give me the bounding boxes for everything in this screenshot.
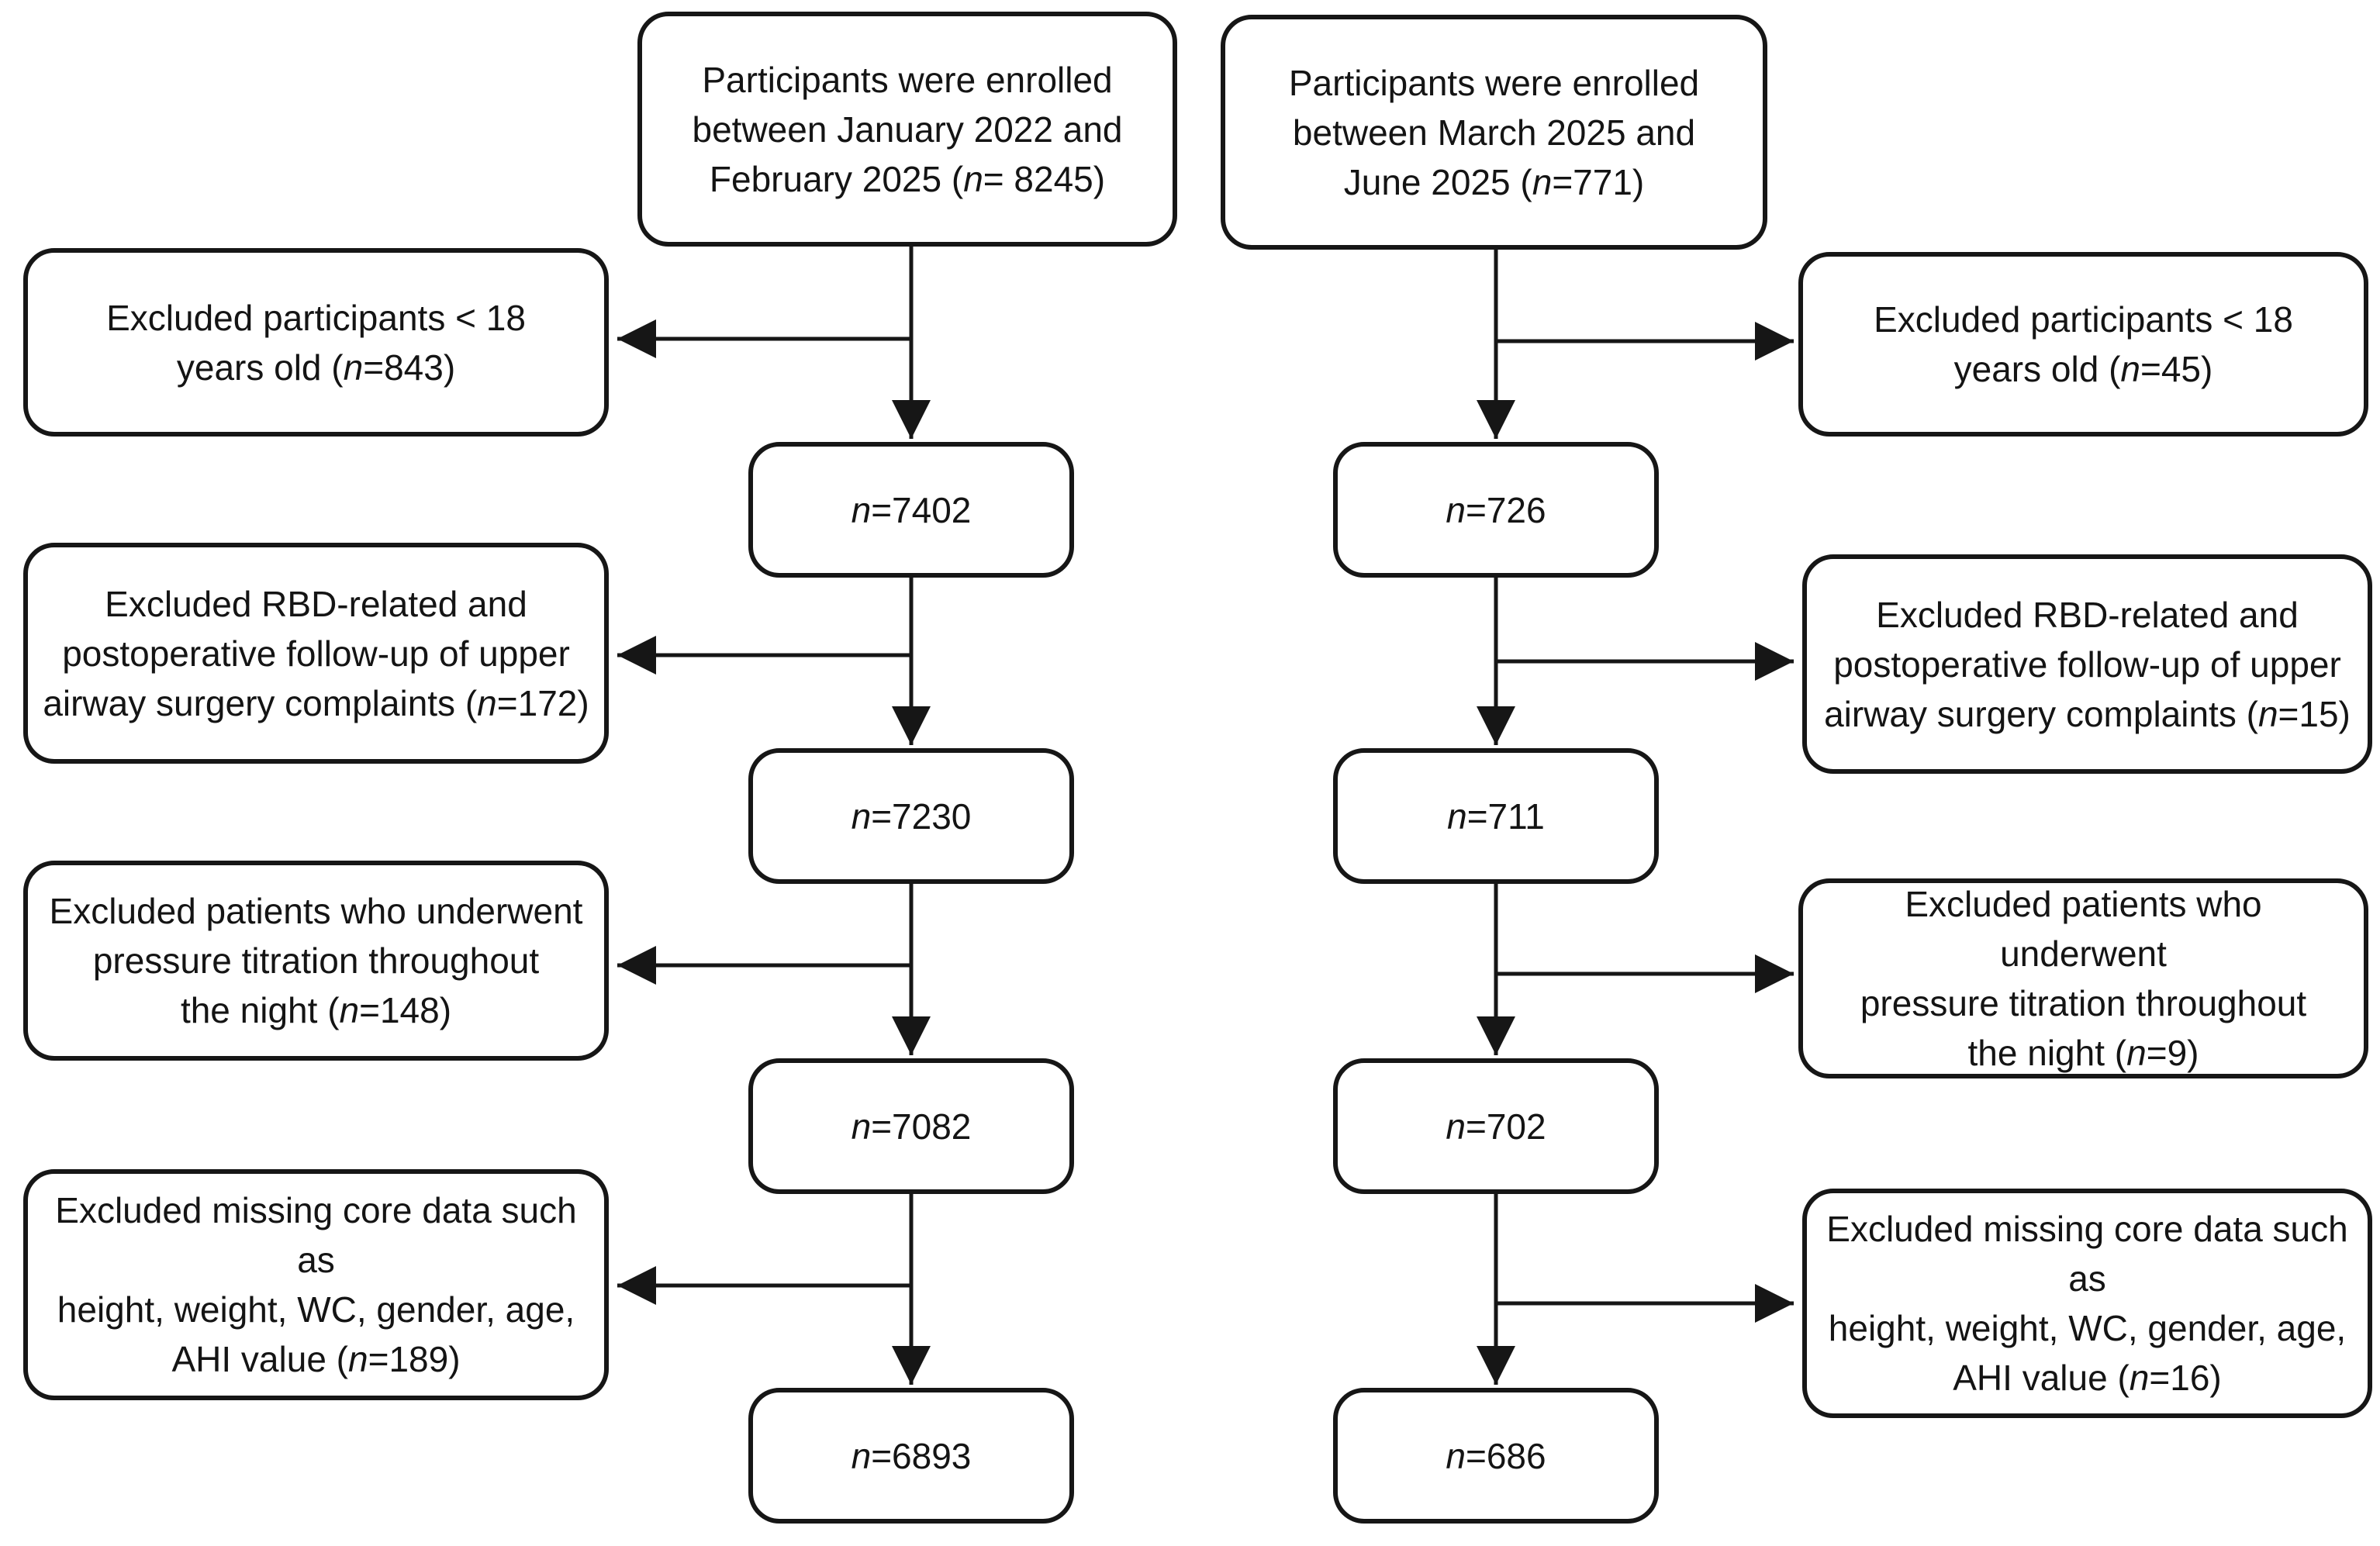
box-text-line: AHI value (n=189) (171, 1339, 461, 1379)
box-text-line: pressure titration throughout (92, 940, 540, 981)
italic-n: n (851, 1435, 872, 1476)
left-count-box-3: n=7082 (748, 1058, 1074, 1194)
box-text-line: years old (n=45) (1953, 349, 2213, 389)
box-text-line: n=7082 (851, 1106, 972, 1147)
italic-n: n (2120, 349, 2140, 389)
right-excluded-box-titration: Excluded patients who underwent pressure… (1798, 878, 2368, 1078)
box-text-line: Excluded patients who underwent (1905, 884, 2262, 974)
italic-n: n (2257, 693, 2278, 734)
right-excluded-box-age: Excluded participants < 18 years old (n=… (1798, 252, 2368, 437)
italic-n: n (2129, 1358, 2150, 1398)
italic-n: n (339, 990, 360, 1030)
box-text-line: AHI value (n=16) (1953, 1358, 2222, 1398)
box-text-line: Excluded participants < 18 (106, 297, 526, 338)
box-text-line: the night (n=9) (1967, 1033, 2199, 1073)
left-count-box-4: n=6893 (748, 1388, 1074, 1524)
box-text-line: n=702 (1446, 1106, 1546, 1147)
left-excluded-box-age: Excluded participants < 18 years old (n=… (23, 248, 609, 437)
left-count-box-1: n=7402 (748, 442, 1074, 578)
italic-n: n (1447, 795, 1467, 837)
box-text-line: years old (n=843) (176, 347, 456, 388)
left-excluded-box-titration: Excluded patients who underwent pressure… (23, 861, 609, 1061)
box-text-line: postoperative follow-up of upper (1833, 644, 2341, 685)
right-excluded-box-rbd: Excluded RBD-related and postoperative f… (1802, 554, 2372, 774)
box-text-line: Participants were enrolled (1288, 62, 1700, 103)
box-text-line: February 2025 (n= 8245) (709, 158, 1106, 199)
italic-n: n (963, 158, 983, 199)
box-text-line: n=686 (1446, 1435, 1546, 1476)
right-count-box-2: n=711 (1333, 748, 1659, 884)
box-text-line: Excluded participants < 18 (1874, 299, 2293, 340)
box-text-line: between March 2025 and (1292, 112, 1696, 153)
box-text-line: Excluded missing core data such as (55, 1190, 577, 1280)
italic-n: n (851, 795, 872, 837)
italic-n: n (851, 489, 872, 530)
left-count-box-2: n=7230 (748, 748, 1074, 884)
italic-n: n (1446, 1435, 1466, 1476)
box-text-line: n=726 (1446, 489, 1546, 530)
box-text-line: Excluded RBD-related and (105, 583, 527, 624)
right-enrollment-box: Participants were enrolled between March… (1221, 15, 1767, 250)
box-text-line: between January 2022 and (692, 109, 1123, 150)
italic-n: n (477, 682, 497, 723)
italic-n: n (1446, 1106, 1466, 1147)
box-text-line: n=711 (1447, 795, 1545, 837)
italic-n: n (348, 1339, 368, 1379)
box-text-line: postoperative follow-up of upper (62, 633, 570, 674)
left-enrollment-box: Participants were enrolled between Janua… (637, 12, 1177, 247)
box-text-line: pressure titration throughout (1860, 983, 2307, 1023)
italic-n: n (851, 1106, 872, 1147)
right-excluded-box-missing-data: Excluded missing core data such as heigh… (1802, 1189, 2372, 1418)
box-text-line: Excluded missing core data such as (1826, 1209, 2348, 1299)
box-text-line: June 2025 (n=771) (1343, 161, 1645, 202)
italic-n: n (1446, 489, 1466, 530)
box-text-line: airway surgery complaints (n=15) (1824, 693, 2351, 734)
italic-n: n (2126, 1033, 2147, 1073)
italic-n: n (343, 347, 364, 388)
box-text-line: Excluded patients who underwent (49, 891, 583, 931)
box-text-line: n=6893 (851, 1435, 972, 1476)
right-count-box-1: n=726 (1333, 442, 1659, 578)
right-count-box-3: n=702 (1333, 1058, 1659, 1194)
box-text-line: n=7402 (851, 489, 972, 530)
right-count-box-4: n=686 (1333, 1388, 1659, 1524)
box-text-line: height, weight, WC, gender, age, (57, 1289, 575, 1330)
left-excluded-box-rbd: Excluded RBD-related and postoperative f… (23, 543, 609, 764)
italic-n: n (1532, 161, 1553, 202)
box-text-line: airway surgery complaints (n=172) (43, 682, 589, 723)
box-text-line: Participants were enrolled (702, 59, 1113, 100)
box-text-line: the night (n=148) (180, 990, 452, 1030)
box-text-line: Excluded RBD-related and (1876, 594, 2299, 635)
box-text-line: height, weight, WC, gender, age, (1828, 1308, 2347, 1348)
left-excluded-box-missing-data: Excluded missing core data such as heigh… (23, 1169, 609, 1400)
box-text-line: n=7230 (851, 795, 972, 837)
